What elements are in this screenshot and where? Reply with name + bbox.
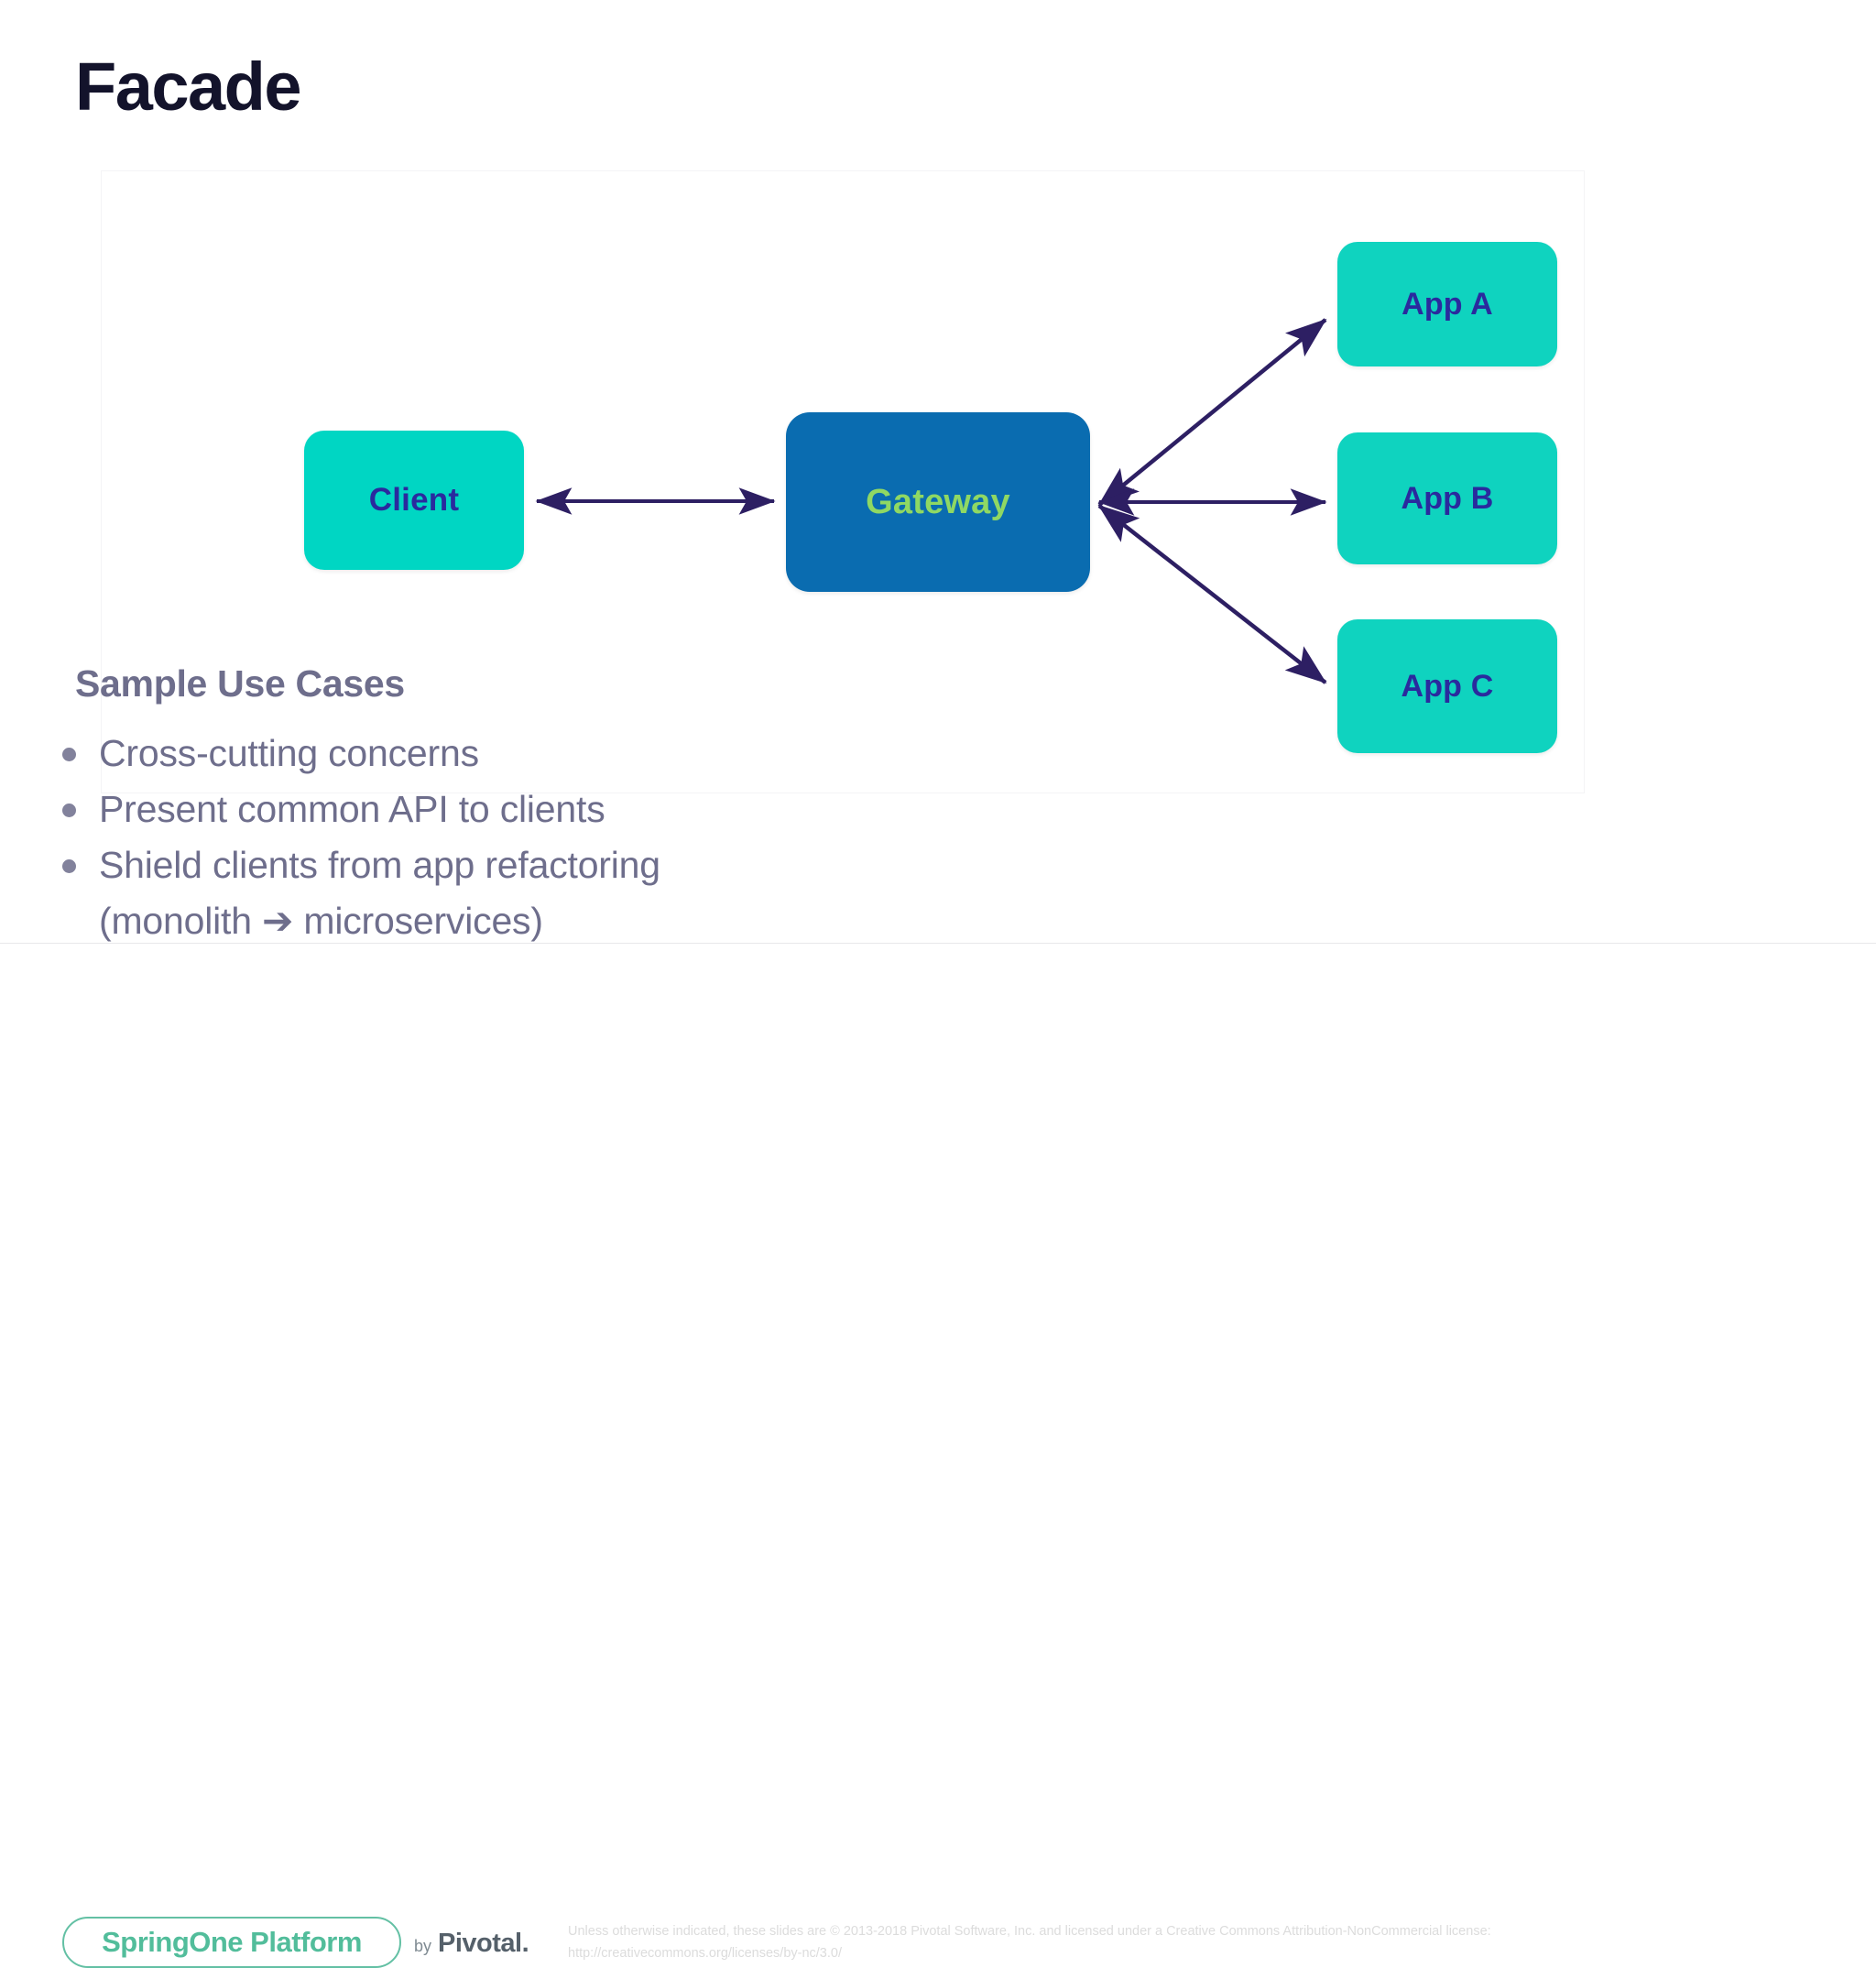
use-cases-list: Cross-cutting concerns Present common AP… [62,726,978,949]
page-title: Facade [75,49,302,125]
bullet-dot-icon [62,748,76,761]
connector-gateway-appc [1097,504,1327,684]
list-item: Present common API to clients [62,782,978,837]
bullet-dot-icon [62,804,76,817]
diagram-node-client: Client [304,431,524,570]
pivotal-wordmark: Pivotal. [438,1929,529,1958]
connector-gateway-appa [1097,318,1327,507]
list-item-line-2: (monolith ➔ microservices) [99,900,543,942]
diagram-node-app-a: App A [1337,242,1557,366]
diagram-node-app-b: App B [1337,432,1557,564]
list-item-line-1: Shield clients from app refactoring [99,844,660,886]
list-item-label: Present common API to clients [99,788,605,830]
springone-logo: SpringOne Platform [62,1917,401,1968]
list-item-label: Shield clients from app refactoring (mon… [99,837,978,949]
footer-divider [0,943,1876,944]
list-item: Cross-cutting concerns [62,726,978,782]
legal-notice-line-1: Unless otherwise indicated, these slides… [568,1924,1491,1939]
slide-footer: SpringOne Platform by Pivotal. Unless ot… [0,944,1876,1968]
use-cases-heading: Sample Use Cases [75,662,405,705]
list-item-label: Cross-cutting concerns [99,732,479,774]
legal-notice-line-2: http://creativecommons.org/licenses/by-n… [568,1945,842,1961]
by-label: by [414,1937,432,1955]
pivotal-attribution: by Pivotal. [414,1929,529,1959]
diagram-node-gateway: Gateway [786,412,1090,592]
springone-logo-text: SpringOne Platform [102,1926,362,1958]
legal-notice: Unless otherwise indicated, these slides… [568,1921,1777,1965]
slide-canvas: Facade Client Gateway App A [0,49,1876,1968]
bullet-dot-icon [62,859,76,873]
list-item: Shield clients from app refactoring (mon… [62,837,978,949]
diagram-node-app-c: App C [1337,619,1557,753]
